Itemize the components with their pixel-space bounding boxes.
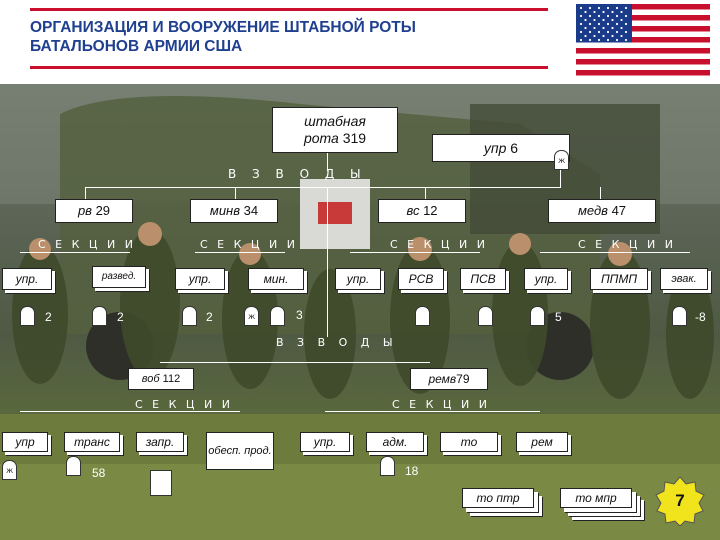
platoon-rv-box: рв 29: [55, 199, 133, 223]
platoon-vs-box: вс 12: [378, 199, 466, 223]
platoon-minv-box: минв 34: [190, 199, 278, 223]
section-medv-upr: упр.: [524, 268, 568, 290]
count-58: 58: [92, 466, 105, 480]
connector: [20, 411, 240, 412]
doc-icon: [92, 306, 107, 326]
doc-icon: [530, 306, 545, 326]
us-flag-icon: [576, 4, 710, 76]
doc-icon: ж: [2, 460, 17, 480]
doc-icon: [66, 456, 81, 476]
page-title: ОРГАНИЗАЦИЯ И ВООРУЖЕНИЕ ШТАБНОЙ РОТЫ БА…: [30, 18, 550, 56]
section-medv-evak: эвак.: [660, 268, 708, 290]
section-medv-ppmp: ППМП: [590, 268, 648, 290]
section-rv-upr: упр.: [2, 268, 52, 290]
doc-icon: [415, 306, 430, 326]
section-vs-rsv: РСВ: [398, 268, 444, 290]
connector: [325, 411, 540, 412]
hq-company-box: штабная рота 319: [272, 107, 398, 153]
sections-label-vs: С Е К Ц И И: [390, 238, 488, 251]
upr-doc-icon: ж: [554, 150, 569, 170]
count-18: 18: [405, 464, 418, 478]
section-remv-to: то: [440, 432, 498, 452]
section-remv-adm: адм.: [366, 432, 424, 452]
page-number: 7: [655, 476, 705, 526]
connector: [327, 187, 328, 337]
sections-label-medv: С Е К Ц И И: [578, 238, 676, 251]
to-mpr-box: то мпр: [560, 488, 632, 508]
section-vob-obesp: обесп. прод.: [206, 432, 274, 470]
count-2c: 2: [206, 310, 213, 324]
hq-count: 319: [343, 130, 366, 146]
hq-title: штабная: [304, 113, 366, 130]
connector: [195, 252, 285, 253]
title-line-2: БАТАЛЬОНОВ АРМИИ США: [30, 37, 550, 56]
top-red-bar: [30, 8, 548, 11]
doc-icon: ж: [244, 306, 259, 326]
doc-icon: [150, 470, 172, 496]
connector: [20, 252, 130, 253]
connector: [540, 252, 690, 253]
section-vs-upr: упр.: [335, 268, 381, 290]
section-remv-rem: рем: [516, 432, 568, 452]
sections-label-vob: С Е К Ц И И: [135, 398, 233, 411]
doc-icon: [20, 306, 35, 326]
section-minv-upr: упр.: [175, 268, 225, 290]
connector: [160, 362, 430, 363]
doc-icon: [380, 456, 395, 476]
upr-count: 6: [510, 141, 518, 155]
connector: [350, 252, 480, 253]
platoon-medv-box: медв 47: [548, 199, 656, 223]
title-line-1: ОРГАНИЗАЦИЯ И ВООРУЖЕНИЕ ШТАБНОЙ РОТЫ: [30, 18, 550, 37]
doc-icon: [182, 306, 197, 326]
bottom-red-bar: [30, 66, 548, 69]
count-2a: 2: [45, 310, 52, 324]
doc-icon: [270, 306, 285, 326]
section-vob-upr: упр: [2, 432, 48, 452]
sections-label-minv: С Е К Ц И И: [200, 238, 298, 251]
count-minus-8: -8: [695, 310, 706, 324]
doc-icon: [672, 306, 687, 326]
connector: [85, 187, 560, 188]
section-remv-upr: упр.: [300, 432, 350, 452]
section-minv-min: мин.: [248, 268, 304, 290]
sections-label-remv: С Е К Ц И И: [392, 398, 490, 411]
platoons-label-2: В З В О Д Ы: [276, 336, 398, 349]
count-2b: 2: [117, 310, 124, 324]
section-vob-zapr: запр.: [136, 432, 184, 452]
section-vob-trans: транс: [64, 432, 120, 452]
count-5: 5: [555, 310, 562, 324]
sections-label-rv: С Е К Ц И И: [38, 238, 136, 251]
doc-icon: [478, 306, 493, 326]
platoons-label: В З В О Д Ы: [228, 167, 367, 181]
section-rv-razved: развед.: [92, 266, 146, 288]
section-vs-psv: ПСВ: [460, 268, 506, 290]
platoon-vob-box: воб 112: [128, 368, 194, 390]
header: ОРГАНИЗАЦИЯ И ВООРУЖЕНИЕ ШТАБНОЙ РОТЫ БА…: [0, 0, 720, 84]
upr-box: упр 6: [432, 134, 570, 162]
count-3: 3: [296, 308, 303, 322]
to-ptr-box: то птр: [462, 488, 534, 508]
hq-subtitle: рота 319: [304, 130, 366, 147]
